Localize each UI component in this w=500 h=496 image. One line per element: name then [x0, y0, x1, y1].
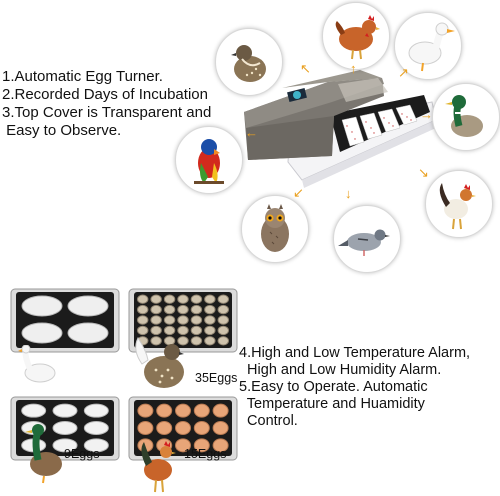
mallard-icon: [22, 420, 68, 484]
egg: [150, 294, 162, 304]
egg: [190, 315, 203, 325]
arrow-icon: ↙: [293, 185, 304, 200]
egg: [190, 325, 203, 336]
egg: [177, 325, 189, 336]
egg: [21, 403, 47, 418]
egg: [204, 336, 216, 346]
egg: [137, 294, 149, 304]
feature-line: 5.Easy to Operate. Automatic: [239, 379, 428, 395]
egg: [83, 438, 109, 453]
incubator-image: [242, 62, 438, 192]
arrow-icon: ↑: [350, 61, 357, 76]
egg: [177, 336, 189, 346]
goose-icon: [18, 345, 58, 387]
egg: [204, 325, 216, 336]
egg: [52, 403, 78, 418]
egg: [52, 438, 78, 453]
egg: [193, 438, 210, 453]
egg: [156, 403, 173, 418]
feature-line: 1.Automatic Egg Turner.: [2, 68, 163, 85]
chicken-icon: [322, 2, 390, 70]
egg: [137, 304, 149, 315]
pigeon-icon: [333, 205, 401, 273]
egg: [137, 421, 154, 435]
egg: [193, 421, 210, 435]
egg: [177, 304, 189, 315]
mallard-icon: [432, 83, 500, 151]
egg: [156, 421, 173, 435]
feature-line: 4.High and Low Temperature Alarm,: [239, 345, 471, 361]
feature-line: 2.Recorded Days of Incubation: [2, 86, 208, 103]
feature-line: Easy to Observe.: [2, 122, 122, 139]
features-top: 1.Automatic Egg Turner. 2.Recorded Days …: [2, 68, 211, 140]
egg: [212, 421, 229, 435]
egg: [217, 304, 229, 315]
egg: [204, 294, 216, 304]
egg: [150, 315, 162, 325]
egg: [212, 438, 229, 453]
egg: [150, 325, 162, 336]
egg: [190, 294, 203, 304]
arrow-icon: ↓: [345, 186, 352, 201]
duck-icon: [394, 12, 462, 80]
feature-line: Control.: [239, 413, 298, 429]
tray-35-eggs: [128, 288, 238, 353]
tray-4-eggs: [10, 288, 120, 353]
feature-line: Temperature and Huamidity: [239, 396, 425, 412]
egg: [137, 315, 149, 325]
egg: [217, 315, 229, 325]
arrow-icon: ↘: [418, 165, 429, 180]
quail-icon: [215, 28, 283, 96]
egg: [190, 304, 203, 315]
feature-line: High and Low Humidity Alarm.: [239, 362, 442, 378]
egg: [163, 304, 176, 315]
egg: [150, 336, 162, 346]
egg: [204, 304, 216, 315]
arrow-icon: ←: [245, 125, 258, 140]
egg: [204, 315, 216, 325]
tray-capacity-label: 15Eggs: [184, 447, 227, 461]
egg: [177, 294, 189, 304]
tray-capacity-label: 35Eggs: [195, 371, 238, 385]
egg: [193, 403, 210, 418]
feature-line: 3.Top Cover is Transparent and: [2, 104, 212, 121]
egg: [190, 336, 203, 346]
egg: [150, 304, 162, 315]
quail-icon: [128, 330, 190, 392]
egg: [175, 421, 191, 435]
tray-15-eggs: [128, 396, 238, 461]
features-bottom: 4.High and Low Temperature Alarm, High a…: [239, 345, 470, 430]
egg: [52, 421, 78, 435]
egg: [163, 315, 176, 325]
egg: [137, 403, 154, 418]
arrow-icon: →: [420, 107, 433, 122]
egg: [177, 315, 189, 325]
egg: [83, 421, 109, 435]
egg: [217, 294, 229, 304]
egg: [83, 403, 109, 418]
arrow-icon: ↖: [300, 61, 311, 76]
rooster-icon: [136, 430, 180, 494]
rooster-icon: [425, 170, 493, 238]
tray-capacity-label: 9Eggs: [64, 447, 100, 461]
tray-9-eggs: [10, 396, 120, 461]
egg: [175, 403, 191, 418]
egg: [212, 403, 229, 418]
arrow-icon: ↗: [398, 65, 409, 80]
egg: [137, 325, 149, 336]
egg: [175, 438, 191, 453]
parrot-icon: [175, 126, 243, 194]
egg: [217, 325, 229, 336]
owl-icon: [241, 195, 309, 263]
egg: [163, 294, 176, 304]
egg: [163, 325, 176, 336]
egg: [217, 336, 229, 346]
